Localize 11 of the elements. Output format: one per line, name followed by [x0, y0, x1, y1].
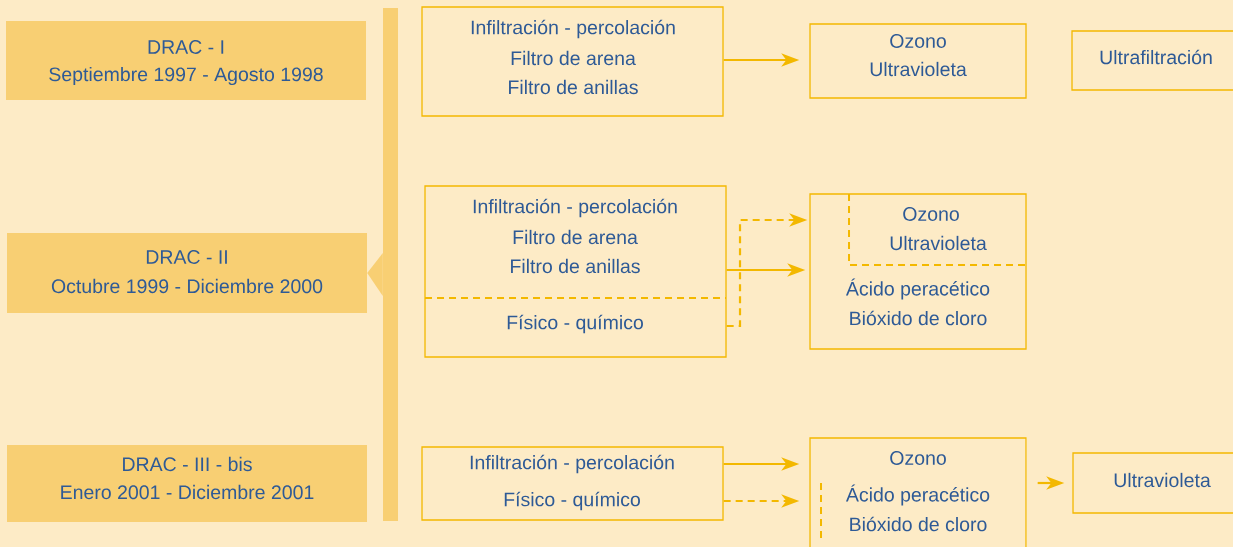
process-box: Ozono Ácido peracético Bióxido de cloro — [809, 437, 1027, 547]
period-box: DRAC - I Septiembre 1997 - Agosto 1998 — [6, 21, 366, 100]
process-box: Ozono Ultravioleta — [809, 23, 1027, 99]
process-box: Infiltración - percolación Filtro de arena Filtro de anillas Físico - químico — [424, 185, 727, 358]
pointer-notch — [367, 253, 383, 296]
process-box: Infiltración - percolación Filtro de arena Filtro de anillas — [421, 6, 724, 117]
process-box: Ultrafiltración — [1071, 30, 1233, 91]
process-box: Infiltración - percolación Físico - químico — [421, 446, 724, 521]
period-box: DRAC - III - bis Enero 2001 - Diciembre 2001 — [7, 445, 367, 522]
process-box: Ultravioleta — [1072, 452, 1233, 514]
process-box: Ozono Ultravioleta Ácido peracético Bióxido de cloro — [809, 193, 1027, 350]
